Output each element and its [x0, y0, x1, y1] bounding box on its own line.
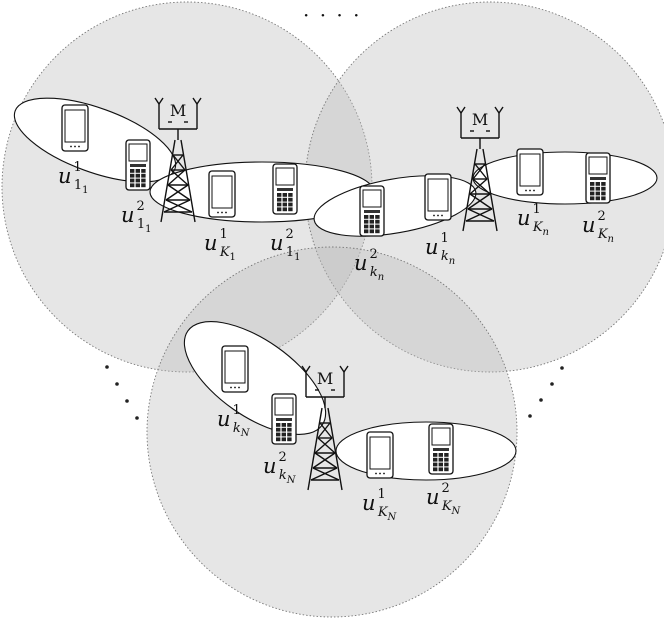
- user-label-base: u: [354, 251, 368, 275]
- user-label-sub-subscript: N: [387, 512, 398, 523]
- user-label-sub-subscript: N: [451, 506, 462, 517]
- user-label-superscript: 1: [441, 231, 449, 246]
- feature-phone-icon: [125, 139, 151, 191]
- user-label-subscript: K: [597, 227, 609, 242]
- smartphone-icon: [221, 345, 249, 393]
- user-label-subscript: 1: [286, 245, 294, 260]
- smartphone-icon: [61, 104, 89, 152]
- user-label-superscript: 2: [442, 481, 450, 496]
- user-label-superscript: 1: [74, 160, 82, 175]
- user-label-superscript: 1: [233, 403, 241, 418]
- cluster-ellipse: [472, 151, 658, 205]
- antenna-count-label: M: [170, 101, 186, 120]
- user-label-sub-subscript: N: [240, 428, 251, 439]
- user-label-superscript: 2: [137, 199, 145, 214]
- cluster-ellipse: [335, 421, 517, 481]
- user-label-superscript: 1: [533, 202, 541, 217]
- user-label-base: u: [58, 164, 72, 188]
- user-label-sub-subscript: n: [378, 272, 384, 283]
- smartphone-icon: [366, 431, 394, 479]
- left-ellipsis: [105, 365, 139, 420]
- user-label-base: u: [204, 231, 218, 255]
- user-label-subscript: k: [279, 468, 287, 483]
- user-label-base: u: [217, 407, 231, 431]
- user-label-base: u: [263, 454, 277, 478]
- right-ellipsis: [528, 366, 564, 418]
- user-label-subscript: k: [370, 265, 378, 280]
- user-label-sub-subscript: N: [286, 475, 297, 486]
- base-station-tower: M: [301, 365, 349, 491]
- user-label-sub-subscript: n: [543, 227, 549, 238]
- user-label-subscript: K: [219, 245, 231, 260]
- user-label-base: u: [582, 213, 596, 237]
- user-label-subscript: 1: [137, 217, 145, 232]
- user-label-sub-subscript: 1: [230, 252, 236, 263]
- user-label-base: u: [270, 231, 284, 255]
- top-ellipsis: · · · ·: [303, 3, 362, 27]
- base-station-tower: M: [456, 106, 504, 232]
- user-label-sub-subscript: 1: [145, 224, 151, 235]
- user-label-base: u: [362, 491, 376, 515]
- feature-phone-icon: [272, 163, 298, 215]
- user-label-superscript: 1: [378, 487, 386, 502]
- user-label-subscript: K: [377, 505, 389, 520]
- base-station-tower: M: [154, 97, 202, 223]
- user-label-superscript: 2: [370, 247, 378, 262]
- user-label-sub-subscript: 1: [294, 252, 300, 263]
- user-label-subscript: k: [233, 421, 241, 436]
- user-label-sub-subscript: 1: [82, 185, 88, 196]
- smartphone-icon: [208, 170, 236, 218]
- user-label-base: u: [121, 203, 135, 227]
- user-label-superscript: 2: [279, 450, 287, 465]
- feature-phone-icon: [359, 185, 385, 237]
- user-label-base: u: [425, 235, 439, 259]
- user-label-subscript: K: [441, 499, 453, 514]
- user-devices: [61, 104, 611, 479]
- user-label-sub-subscript: n: [608, 234, 614, 245]
- smartphone-icon: [516, 148, 544, 196]
- user-label-subscript: K: [532, 220, 544, 235]
- smartphone-icon: [424, 173, 452, 221]
- antenna-count-label: M: [317, 369, 333, 388]
- feature-phone-icon: [585, 152, 611, 204]
- feature-phone-icon: [428, 423, 454, 475]
- user-label-subscript: 1: [74, 178, 82, 193]
- user-label-sub-subscript: n: [449, 256, 455, 267]
- user-label-subscript: k: [441, 249, 449, 264]
- user-label-superscript: 2: [286, 227, 294, 242]
- antenna-count-label: M: [472, 110, 488, 129]
- feature-phone-icon: [271, 393, 297, 445]
- user-label-base: u: [426, 485, 440, 509]
- user-label-base: u: [517, 206, 531, 230]
- user-label-superscript: 1: [220, 227, 228, 242]
- user-label-superscript: 2: [598, 209, 606, 224]
